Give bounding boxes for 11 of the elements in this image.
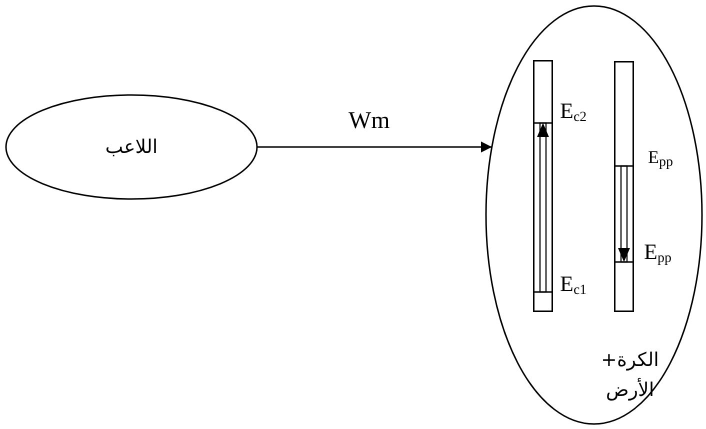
- energy-bar: [533, 60, 553, 312]
- node-label: الكرة+ الأرض: [600, 348, 660, 403]
- energy-label: E$_{pp}$: [644, 241, 672, 268]
- node-label: اللاعب: [104, 135, 159, 160]
- energy-label: E$_{pp}$: [648, 146, 673, 172]
- arrow: [257, 142, 492, 152]
- ellipse-node: [5, 94, 258, 200]
- energy-label: E$_{c1}$: [560, 273, 587, 300]
- ellipse-node: [485, 5, 703, 425]
- energy-label: E$_{c2}$: [560, 100, 587, 127]
- energy-bar: [614, 61, 634, 312]
